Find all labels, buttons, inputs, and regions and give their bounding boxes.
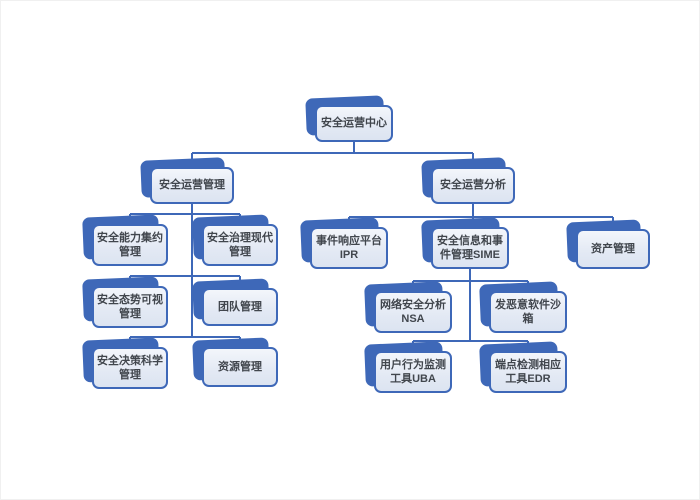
node-label: 网络安全分析 NSA [380,298,446,325]
node-security-operations-center: 安全运营中心 [305,95,393,142]
node-decision-science: 安全决策科学 管理 [82,337,168,389]
node-network-security-analysis-nsa: 网络安全分析 NSA [364,281,452,333]
node-governance-modernization: 安全治理现代 管理 [192,214,278,266]
node-card: 安全运营中心 [315,105,393,142]
node-card: 安全态势可视 管理 [92,286,168,328]
node-siem: 安全信息和事 件管理SIME [421,217,509,269]
node-label: 资源管理 [218,360,262,373]
node-endpoint-detection-response-edr: 端点检测相应 工具EDR [479,341,567,393]
node-label: 团队管理 [218,300,262,313]
node-card: 安全决策科学 管理 [92,347,168,389]
node-label: 端点检测相应 工具EDR [495,358,561,385]
node-label: 安全治理现代 管理 [207,231,273,258]
node-label: 安全能力集约 管理 [97,231,163,258]
node-incident-response-platform-ipr: 事件响应平台 IPR [300,217,388,269]
node-label: 安全信息和事 件管理SIME [437,234,503,261]
node-card: 安全信息和事 件管理SIME [431,227,509,269]
node-card: 端点检测相应 工具EDR [489,351,567,393]
node-security-operations-management: 安全运营管理 [140,157,234,204]
node-label: 安全态势可视 管理 [97,293,163,320]
node-card: 安全能力集约 管理 [92,224,168,266]
node-label: 安全决策科学 管理 [97,354,163,381]
node-card: 用户行为监测 工具UBA [374,351,452,393]
node-card: 发恶意软件沙 箱 [489,291,567,333]
node-card: 资产管理 [576,229,650,269]
node-card: 资源管理 [202,347,278,387]
node-label: 事件响应平台 IPR [316,234,382,261]
node-label: 发恶意软件沙 箱 [495,298,561,325]
node-label: 安全运营中心 [321,117,387,130]
node-label: 资产管理 [591,242,635,255]
node-card: 团队管理 [202,288,278,326]
node-label: 安全运营分析 [440,179,506,192]
node-capability-management: 安全能力集约 管理 [82,214,168,266]
node-malware-sandbox: 发恶意软件沙 箱 [479,281,567,333]
node-card: 安全运营管理 [150,167,234,204]
node-card: 事件响应平台 IPR [310,227,388,269]
node-label: 安全运营管理 [159,179,225,192]
node-security-posture-visibility: 安全态势可视 管理 [82,276,168,328]
node-card: 安全治理现代 管理 [202,224,278,266]
node-card: 安全运营分析 [431,167,515,204]
node-card: 网络安全分析 NSA [374,291,452,333]
node-security-operations-analysis: 安全运营分析 [421,157,515,204]
node-team-management: 团队管理 [192,278,278,326]
node-label: 用户行为监测 工具UBA [380,358,446,385]
node-asset-management: 资产管理 [566,219,650,269]
node-resource-management: 资源管理 [192,337,278,387]
node-user-behavior-analytics-uba: 用户行为监测 工具UBA [364,341,452,393]
